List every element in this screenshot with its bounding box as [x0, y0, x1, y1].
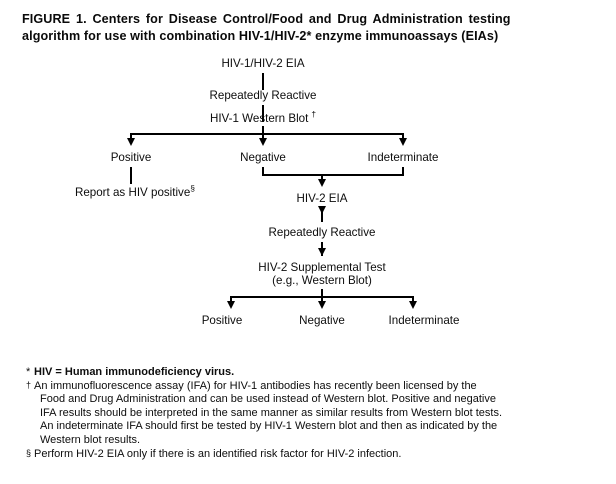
- node-hiv2-eia: HIV-2 EIA: [296, 192, 348, 205]
- footnote-section: § Perform HIV-2 EIA only if there is an …: [26, 448, 592, 462]
- node-repeatedly-reactive-2: Repeatedly Reactive: [268, 226, 376, 239]
- drop-negative: [262, 133, 264, 139]
- arrowhead-negative: [259, 138, 267, 146]
- connector-hiv2-eia-to-reactive: [321, 208, 323, 222]
- drop-to-hiv2-eia: [321, 174, 323, 180]
- drop-final-positive: [230, 296, 232, 302]
- arrowhead-final-positive: [227, 301, 235, 309]
- arrowhead-final-indeterminate: [409, 301, 417, 309]
- footnote-section-text: Perform HIV-2 EIA only if there is an id…: [34, 447, 402, 460]
- footnote-dagger-line-4: An indeterminate IFA should first be tes…: [40, 420, 498, 433]
- footnote-dagger-line-2: Food and Drug Administration and can be …: [40, 393, 496, 406]
- split-bar-western-blot-results: [130, 133, 404, 135]
- node-hiv1-western-blot: HIV-1 Western Blot†: [209, 109, 317, 126]
- drop-indeterminate: [402, 133, 404, 139]
- figure-title-line-2: algorithm for use with combination HIV-1…: [22, 29, 499, 43]
- footnote-star: * HIV = Human immunodeficiency virus.: [26, 366, 592, 380]
- arrowhead-supplemental: [318, 248, 326, 256]
- footnotes: * HIV = Human immunodeficiency virus. † …: [26, 366, 592, 461]
- connector-western-blot-to-split: [262, 126, 264, 133]
- arrowhead-indeterminate: [399, 138, 407, 146]
- node-final-positive: Positive: [201, 314, 243, 327]
- connector-reactive-to-western-blot: [262, 105, 264, 122]
- node-wb-positive: Positive: [110, 151, 152, 164]
- footnote-section-marker: §: [26, 447, 32, 458]
- node-hiv2-supplemental-test: HIV-2 Supplemental Test (e.g., Western B…: [258, 261, 385, 287]
- drop-final-indeterminate: [412, 296, 414, 302]
- arrowhead-hiv2-eia: [318, 179, 326, 187]
- node-wb-negative: Negative: [240, 151, 286, 164]
- arrowhead-final-negative: [318, 301, 326, 309]
- connector-negative-down: [262, 167, 264, 176]
- node-hiv1-western-blot-label: HIV-1 Western Blot: [209, 112, 309, 125]
- connector-supplemental-to-split: [321, 289, 323, 296]
- node-hiv1-hiv2-eia: HIV-1/HIV-2 EIA: [221, 57, 305, 70]
- footnote-marker-dagger-inline: †: [311, 109, 317, 120]
- connector-indeterminate-down: [402, 167, 404, 176]
- connector-positive-to-report: [130, 167, 132, 184]
- footnote-dagger-line-5: Western blot results.: [40, 433, 141, 446]
- connector-eia-to-reactive: [262, 73, 264, 90]
- node-hiv2-supplemental-line-1: HIV-2 Supplemental Test: [258, 261, 386, 274]
- drop-positive: [130, 133, 132, 139]
- footnote-star-marker: *: [26, 366, 31, 378]
- arrowhead-hiv2-eia-stem: [318, 206, 326, 214]
- node-final-indeterminate: Indeterminate: [388, 314, 460, 327]
- footnote-dagger-marker: †: [26, 379, 32, 390]
- footnote-dagger: † An immunofluorescence assay (IFA) for …: [26, 380, 592, 448]
- node-final-negative: Negative: [299, 314, 345, 327]
- drop-final-negative: [321, 296, 323, 302]
- figure-title: FIGURE 1. Centers for Disease Control/Fo…: [22, 11, 600, 45]
- merge-bar-to-hiv2-eia: [262, 174, 404, 176]
- figure-title-line-1: FIGURE 1. Centers for Disease Control/Fo…: [22, 12, 511, 26]
- footnote-marker-section-inline: §: [190, 183, 196, 194]
- node-repeatedly-reactive-1: Repeatedly Reactive: [209, 89, 317, 102]
- node-report-as-hiv-positive-label: Report as HIV positive: [74, 186, 191, 199]
- node-report-as-hiv-positive: Report as HIV positive§: [74, 183, 196, 200]
- node-wb-indeterminate: Indeterminate: [367, 151, 439, 164]
- footnote-star-text: HIV = Human immunodeficiency virus.: [34, 366, 235, 378]
- footnote-dagger-line-1: An immunofluorescence assay (IFA) for HI…: [34, 379, 477, 392]
- node-hiv2-supplemental-line-2: (e.g., Western Blot): [272, 274, 372, 288]
- arrowhead-positive: [127, 138, 135, 146]
- footnote-dagger-line-3: IFA results should be interpreted in the…: [40, 406, 502, 419]
